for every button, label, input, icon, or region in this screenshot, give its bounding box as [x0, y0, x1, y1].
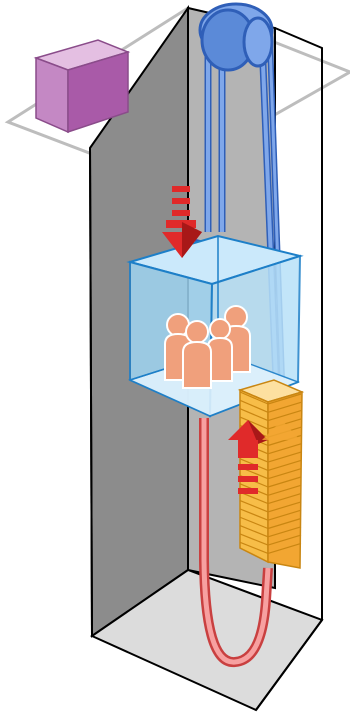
passenger-body [183, 342, 211, 388]
counterweight [240, 380, 302, 568]
passenger-head [186, 321, 208, 343]
passenger-head [210, 319, 230, 339]
traction-sheave [200, 4, 272, 70]
